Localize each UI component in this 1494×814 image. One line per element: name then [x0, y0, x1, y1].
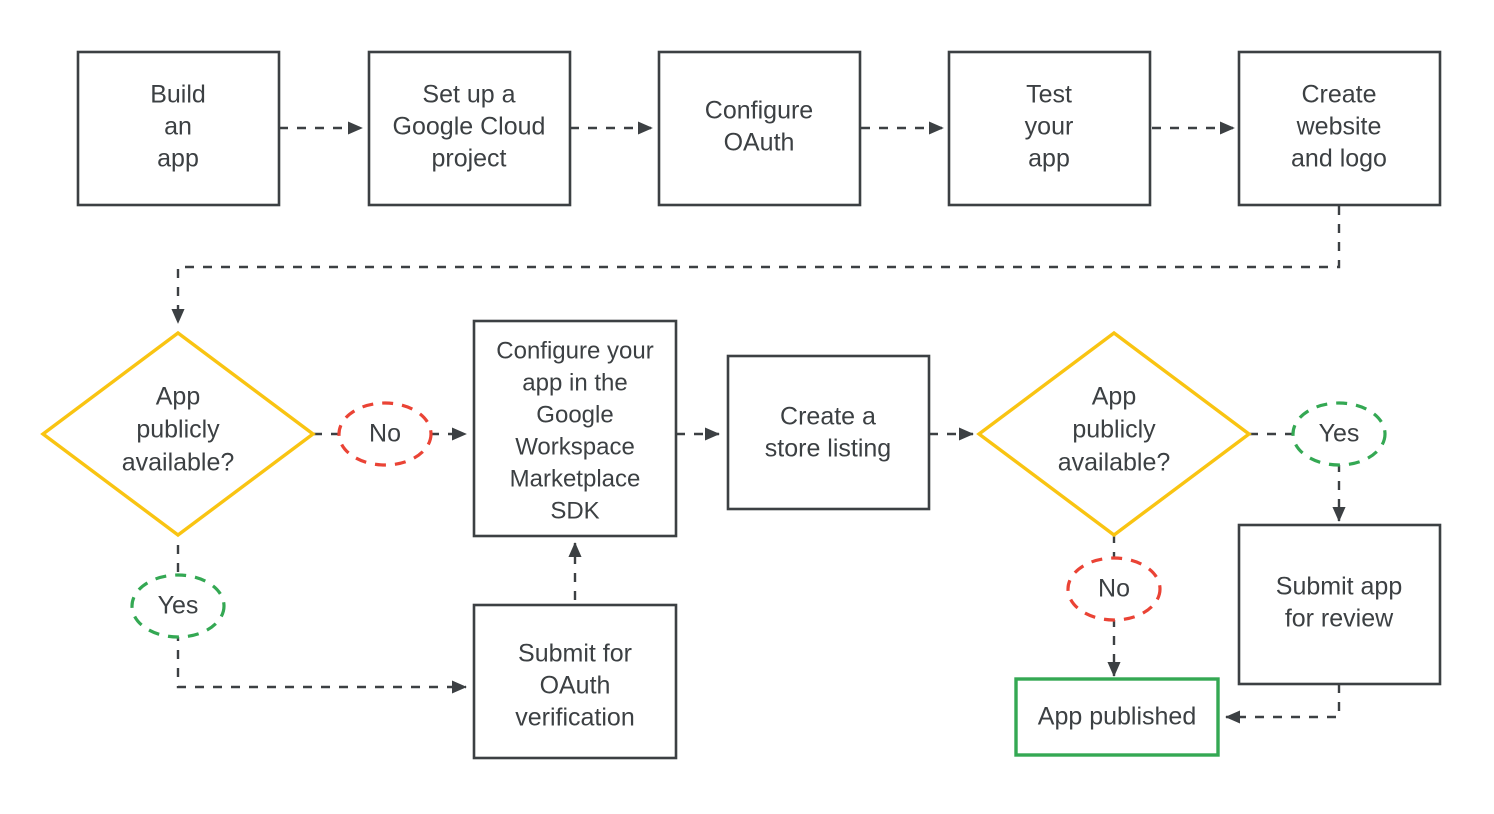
- node-build-an-app-line-2: app: [157, 145, 199, 173]
- node-decision-public-left-line-0: App: [156, 383, 200, 411]
- node-decision-public-right-shape[interactable]: [976, 330, 1252, 538]
- node-setup-gcp-line-1: Google Cloud: [393, 113, 546, 141]
- edge-label-left-yes-text: Yes: [158, 592, 199, 620]
- node-submit-oauth-verification[interactable]: Submit for OAuth verification: [472, 603, 678, 760]
- node-configure-oauth-shape[interactable]: [657, 50, 862, 207]
- edge-layer: [171, 121, 1346, 724]
- node-decision-public-right-line-0: App: [1092, 383, 1136, 411]
- node-create-store-listing-line-0: Create a: [780, 403, 876, 431]
- node-create-store-listing-shape[interactable]: [726, 354, 931, 511]
- node-decision-public-left-shape[interactable]: [40, 330, 316, 538]
- node-configure-sdk-line-3: Workspace: [515, 433, 635, 460]
- node-test-your-app[interactable]: Test your app: [947, 50, 1152, 207]
- node-decision-public-left-line-1: publicly: [136, 416, 220, 444]
- node-submit-app-review[interactable]: Submit app for review: [1237, 523, 1442, 686]
- node-configure-sdk-line-2: Google: [536, 401, 613, 428]
- edge-create-website-to-decision-left: [171, 206, 1341, 324]
- edge-label-right-no-ellipse: [1066, 556, 1162, 622]
- node-setup-gcp-line-2: project: [431, 145, 506, 173]
- node-submit-oauth-verification-line-0: Submit for: [518, 640, 632, 668]
- node-create-website-logo-shape[interactable]: [1237, 50, 1442, 207]
- node-configure-sdk-line-5: SDK: [550, 497, 599, 524]
- edge-label-left-no-ellipse: [337, 401, 433, 467]
- node-configure-oauth-line-1: OAuth: [724, 129, 795, 157]
- node-setup-gcp-line-0: Set up a: [422, 81, 515, 109]
- node-test-your-app-line-1: your: [1025, 113, 1074, 141]
- node-test-your-app-shape[interactable]: [947, 50, 1152, 207]
- edge-label-right-yes-ellipse: [1291, 401, 1387, 467]
- node-create-website-logo[interactable]: Create website and logo: [1237, 50, 1442, 207]
- node-submit-app-review-line-1: for review: [1285, 605, 1394, 633]
- node-app-published-line-0: App published: [1038, 703, 1196, 731]
- node-create-website-logo-line-2: and logo: [1291, 145, 1387, 173]
- edge-label-left-no-text: No: [369, 420, 401, 448]
- node-app-published[interactable]: App published: [1014, 677, 1220, 757]
- node-configure-sdk-line-0: Configure your: [496, 337, 653, 364]
- node-create-store-listing[interactable]: Create a store listing: [726, 354, 931, 511]
- node-create-store-listing-line-1: store listing: [765, 435, 891, 463]
- edge-label-right-no-text: No: [1098, 575, 1130, 603]
- node-decision-public-left-line-2: available?: [122, 449, 235, 477]
- node-submit-oauth-verification-line-2: verification: [515, 704, 635, 732]
- node-configure-oauth-line-0: Configure: [705, 97, 813, 125]
- node-decision-public-right[interactable]: App publicly available?: [976, 330, 1252, 538]
- node-configure-oauth[interactable]: Configure OAuth: [657, 50, 862, 207]
- edge-label-right-yes: Yes: [1291, 401, 1387, 467]
- node-submit-app-review-line-0: Submit app: [1276, 573, 1402, 601]
- edge-label-right-no: No: [1066, 556, 1162, 622]
- node-build-an-app[interactable]: Build an app: [76, 50, 281, 207]
- node-test-your-app-line-2: app: [1028, 145, 1070, 173]
- node-submit-app-review-shape[interactable]: [1237, 523, 1442, 686]
- edge-label-right-yes-text: Yes: [1319, 420, 1360, 448]
- edge-yes-label-to-submit-oauth: [176, 632, 467, 694]
- edge-label-left-yes: Yes: [130, 573, 226, 639]
- node-app-published-shape[interactable]: [1014, 677, 1220, 757]
- node-setup-gcp[interactable]: Set up a Google Cloud project: [367, 50, 572, 207]
- node-configure-sdk-line-4: Marketplace: [510, 465, 641, 492]
- node-create-website-logo-line-1: website: [1296, 113, 1382, 141]
- node-test-your-app-line-0: Test: [1026, 81, 1072, 109]
- edge-label-left-no: No: [337, 401, 433, 467]
- node-setup-gcp-shape[interactable]: [367, 50, 572, 207]
- node-configure-sdk-line-1: app in the: [522, 369, 627, 396]
- node-decision-public-right-line-2: available?: [1058, 449, 1171, 477]
- node-build-an-app-shape[interactable]: [76, 50, 281, 207]
- node-decision-public-left[interactable]: App publicly available?: [40, 330, 316, 538]
- node-configure-sdk[interactable]: Configure your app in the Google Workspa…: [472, 319, 678, 538]
- node-submit-oauth-verification-line-1: OAuth: [540, 672, 611, 700]
- node-submit-oauth-verification-shape[interactable]: [472, 603, 678, 760]
- node-decision-public-right-line-1: publicly: [1072, 416, 1156, 444]
- node-build-an-app-line-0: Build: [150, 81, 206, 109]
- node-configure-sdk-shape[interactable]: [472, 319, 678, 538]
- edge-label-left-yes-ellipse: [130, 573, 226, 639]
- node-build-an-app-line-1: an: [164, 113, 192, 141]
- node-create-website-logo-line-0: Create: [1301, 81, 1376, 109]
- edge-submit-review-to-app-published: [1225, 684, 1341, 724]
